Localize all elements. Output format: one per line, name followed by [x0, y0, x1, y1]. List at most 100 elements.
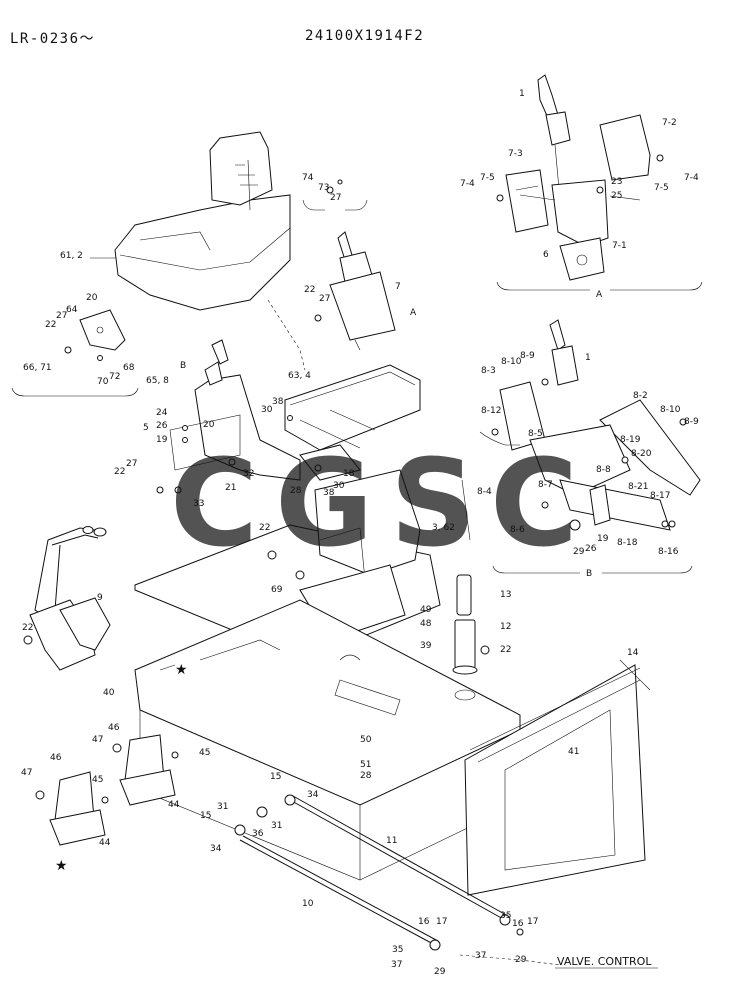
callout-27c: 27: [56, 311, 67, 321]
callout-lever-1: 1: [519, 89, 525, 99]
callout-8-20: 8-20: [631, 449, 652, 459]
callout-22a: 22: [304, 285, 315, 295]
callout-7-3: 7-3: [508, 149, 523, 159]
callout-51: 51: [360, 760, 371, 770]
callout-8-10a: 8-10: [501, 357, 522, 367]
callout-41: 41: [568, 747, 579, 757]
callout-7-2: 7-2: [662, 118, 677, 128]
callout-8-10b: 8-10: [660, 405, 681, 415]
main-floor-40: ★ ★: [55, 599, 521, 881]
watermark-letter-1: C: [170, 435, 258, 574]
callout-15a: 15: [270, 772, 281, 782]
callout-65-8: 65, 8: [146, 376, 169, 386]
support-brackets: [35, 734, 179, 846]
callout-22c: 22: [114, 467, 125, 477]
callout-16b: 16: [418, 917, 430, 927]
callout-45a: 45: [199, 748, 210, 758]
callout-12: 12: [500, 622, 511, 632]
operator-seat: [90, 131, 306, 371]
callout-22e: 22: [22, 623, 33, 633]
callout-13: 13: [500, 590, 511, 600]
callout-74: 74: [302, 173, 314, 183]
tag-a: A: [410, 308, 417, 318]
callout-40: 40: [103, 688, 115, 698]
callout-32: 32: [243, 469, 254, 479]
callout-22b: 22: [45, 320, 56, 330]
callout-24: 24: [156, 408, 168, 418]
callout-27a: 27: [330, 193, 341, 203]
callout-38b: 38: [323, 488, 335, 498]
callout-30b: 30: [333, 481, 345, 491]
lever-bracket-9: [23, 526, 111, 671]
bracket-assembly-20: [11, 309, 139, 397]
callout-48: 48: [420, 619, 432, 629]
callout-8-2: 8-2: [633, 391, 648, 401]
callout-22d: 22: [259, 523, 270, 533]
callout-8-8: 8-8: [596, 465, 611, 475]
callout-68: 68: [123, 363, 135, 373]
callout-18: 18: [343, 469, 355, 479]
callout-50: 50: [360, 735, 372, 745]
model-range-label: LR-0236〜: [10, 31, 96, 47]
control-lever-7: [302, 179, 396, 351]
callout-72: 72: [109, 372, 120, 382]
callout-8-17: 8-17: [650, 491, 670, 501]
callout-26b: 26: [585, 544, 597, 554]
callout-34b: 34: [210, 844, 222, 854]
callout-8-9a: 8-9: [520, 351, 535, 361]
callout-8-12: 8-12: [481, 406, 501, 416]
callout-44b: 44: [99, 838, 111, 848]
tag-b: B: [180, 361, 186, 371]
watermark-letter-4: C: [490, 435, 578, 574]
callout-28b: 28: [360, 771, 372, 781]
callout-39: 39: [420, 641, 432, 651]
callout-73: 73: [318, 183, 329, 193]
valve-control-label: VALVE. CONTROL: [557, 955, 652, 968]
callout-seat: 61, 2: [60, 251, 83, 261]
callout-22f: 22: [500, 645, 511, 655]
svg-text:★: ★: [55, 858, 68, 874]
callout-35b: 35: [392, 945, 403, 955]
callout-10: 10: [302, 899, 314, 909]
group-b-label: B: [586, 569, 592, 579]
callout-64: 64: [66, 305, 78, 315]
callout-8-4: 8-4: [477, 487, 492, 497]
callout-20a: 20: [86, 293, 98, 303]
callout-46a: 46: [108, 723, 120, 733]
callout-17a: 17: [527, 917, 538, 927]
callout-11: 11: [386, 836, 397, 846]
callout-31a: 31: [217, 802, 228, 812]
callout-8-18: 8-18: [617, 538, 638, 548]
callout-27b: 27: [319, 294, 330, 304]
callout-7-1: 7-1: [612, 241, 627, 251]
callout-49: 49: [420, 605, 432, 615]
callout-15b: 15: [200, 811, 211, 821]
callout-36a: 36: [252, 829, 264, 839]
part-number-label: 24100X1914F2: [305, 28, 425, 44]
callout-47a: 47: [92, 735, 103, 745]
callout-26a: 26: [156, 421, 168, 431]
console-frame: [156, 339, 421, 494]
callout-27d: 27: [126, 459, 137, 469]
callout-8-19: 8-19: [620, 435, 641, 445]
callout-7-4a: 7-4: [460, 179, 475, 189]
watermark-letter-2: G: [275, 435, 374, 574]
callout-25: 25: [611, 191, 622, 201]
callout-19a: 19: [156, 435, 168, 445]
detail-b-lever-assembly: [479, 319, 701, 574]
callout-7-4b: 7-4: [684, 173, 699, 183]
callout-34a: 34: [307, 790, 319, 800]
callout-labels: 61, 2 1 7-2 7-3 7-4 7-5 7-5 7-4 23 25 7-…: [21, 89, 699, 977]
callout-29b: 29: [515, 955, 527, 965]
linkage-rods: [234, 794, 561, 966]
group-a-label: A: [596, 290, 603, 300]
callout-37b: 37: [475, 951, 486, 961]
callout-70: 70: [97, 377, 109, 387]
callout-21: 21: [225, 483, 236, 493]
callout-17b: 17: [436, 917, 447, 927]
side-panel-41: [464, 659, 651, 896]
callout-8-6: 8-6: [510, 525, 525, 535]
callout-7-5b: 7-5: [654, 183, 669, 193]
callout-8-7: 8-7: [538, 480, 553, 490]
